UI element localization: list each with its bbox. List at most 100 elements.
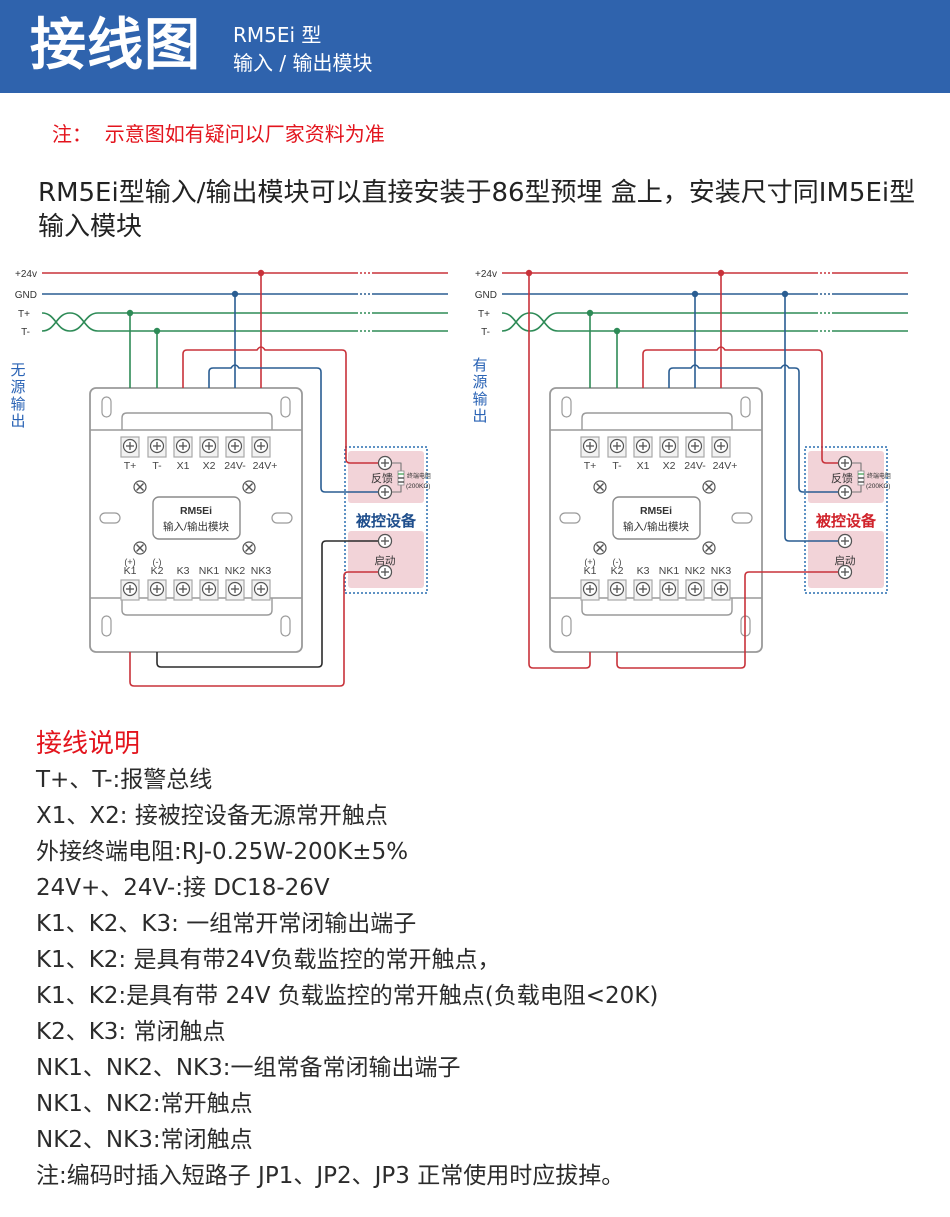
wiring-note-item: NK1、NK2:常开触点	[36, 1091, 253, 1117]
wiring-note-item: K1、K2:是具有带 24V 负载监控的常开触点(负载电阻<20K)	[36, 983, 659, 1009]
screw-cross	[136, 483, 144, 491]
terminal-screw	[173, 436, 193, 458]
module-model-label: RM5Ei	[180, 505, 212, 517]
side-label-char: 出	[10, 412, 26, 430]
terminal-label-bottom: K3	[637, 565, 650, 577]
note-label: 注：	[52, 122, 92, 146]
wiring-note-item: K1、K2: 是具有带24V负载监控的常开触点，	[36, 947, 501, 973]
side-label-char: 输	[10, 395, 26, 413]
feedback-label: 反馈	[371, 472, 393, 485]
mounting-slot	[101, 396, 112, 418]
twisted-pair-t-plus	[41, 312, 99, 332]
junction-dot	[257, 269, 265, 277]
controlled-device-box	[804, 446, 888, 594]
terminal-screw	[711, 579, 731, 601]
wire-x2	[208, 364, 379, 493]
terminal-screw	[147, 436, 167, 458]
mounting-slot	[271, 512, 293, 524]
mounting-slot	[280, 615, 291, 637]
terminal-screw	[837, 533, 853, 549]
side-label-char: 源	[472, 373, 488, 391]
wiring-note-item: 外接终端电阻:RJ-0.25W-200K±5%	[36, 839, 409, 865]
resistor-value: (200KΩ)	[866, 483, 890, 490]
terminal-label-top: T+	[124, 460, 137, 472]
terminal-label-bottom: K2	[151, 565, 164, 577]
wire-x1	[182, 346, 379, 464]
twisted-pair-t-minus	[41, 312, 99, 332]
side-label-char: 出	[472, 407, 488, 425]
feedback-area	[348, 451, 424, 503]
terminal-label-top: X2	[203, 460, 216, 472]
controlled-device-box	[344, 446, 428, 594]
mounting-slot	[740, 396, 751, 418]
terminal-screw	[251, 436, 271, 458]
terminal-label-top: T-	[152, 460, 162, 472]
junction-dot	[126, 309, 134, 317]
mounting-slot	[731, 512, 753, 524]
mount-screw-icon	[242, 480, 256, 494]
terminal-screw	[633, 436, 653, 458]
mounting-slot	[561, 396, 572, 418]
terminal-cover-bottom	[121, 598, 273, 616]
disclaimer-note: 注： 示意图如有疑问以厂家资料为准	[52, 120, 385, 148]
screw-cross	[596, 483, 604, 491]
screw-cross	[136, 544, 144, 552]
bus-label-t-minus: T-	[21, 327, 30, 338]
terminal-screw	[685, 579, 705, 601]
module-sub-label: 输入/输出模块	[163, 520, 229, 533]
side-label-char: 源	[10, 378, 26, 396]
resistor-value: (200KΩ)	[406, 483, 430, 490]
header-title: 接线图	[30, 13, 201, 78]
junction-dot	[586, 309, 594, 317]
wire-plus24-to-k1	[528, 273, 591, 669]
wiring-note-item: K1、K2、K3: 一组常开常闭输出端子	[36, 911, 417, 937]
terminal-screw	[251, 579, 271, 601]
terminal-screw	[837, 484, 853, 500]
module-sub-label: 输入/输出模块	[623, 520, 689, 533]
terminal-screw	[659, 579, 679, 601]
terminal-screw	[377, 564, 393, 580]
terminal-label-bottom: NK2	[225, 565, 246, 577]
start-label: 启动	[375, 554, 396, 567]
mount-screw-icon	[242, 541, 256, 555]
mount-screw-icon	[702, 480, 716, 494]
junction-dot	[691, 290, 699, 298]
terminal-screw	[377, 533, 393, 549]
terminal-label-top: T-	[612, 460, 622, 472]
twisted-pair-t-plus	[501, 312, 559, 332]
terminal-label-bottom: NK3	[251, 565, 272, 577]
mounting-slot	[559, 512, 581, 524]
terminal-cover-top	[581, 412, 733, 430]
start-area	[808, 531, 884, 588]
terminal-polarity-minus: (-)	[153, 557, 162, 567]
terminal-label-bottom: K2	[611, 565, 624, 577]
terminal-screw	[199, 436, 219, 458]
terminal-label-top: 24V+	[713, 460, 738, 472]
wire-gnd-to-start	[784, 294, 839, 542]
wiring-note-item: 24V+、24V-:接 DC18-26V	[36, 875, 330, 901]
screw-cross	[705, 483, 713, 491]
header-banner: 接线图 RM5Ei 型 输入 / 输出模块	[0, 0, 950, 93]
header-subtitle: 输入 / 输出模块	[233, 51, 373, 75]
terminal-polarity-plus: (+)	[124, 557, 135, 567]
screw-cross	[245, 544, 253, 552]
twisted-pair-t-minus	[501, 312, 559, 332]
mount-screw-icon	[593, 541, 607, 555]
terminal-label-top: X1	[177, 460, 190, 472]
side-label-passive: 无 源 输 出	[9, 362, 27, 430]
terminal-label-bottom: NK1	[659, 565, 680, 577]
terminal-label-bottom: K1	[124, 565, 137, 577]
terminal-label-top: 24V-	[684, 460, 706, 472]
terminal-screw	[173, 579, 193, 601]
wiring-note-item: X1、X2: 接被控设备无源常开触点	[36, 803, 388, 829]
terminal-screw	[607, 436, 627, 458]
mount-screw-icon	[133, 480, 147, 494]
bus-label-t-plus: T+	[18, 309, 30, 320]
junction-dot	[613, 327, 621, 335]
terminal-screw	[225, 579, 245, 601]
wire-k1	[129, 571, 379, 687]
terminal-screw	[120, 579, 140, 601]
feedback-area	[808, 451, 884, 503]
resistor-label: 终端电阻	[867, 472, 891, 480]
bus-label-gnd: GND	[475, 290, 497, 301]
